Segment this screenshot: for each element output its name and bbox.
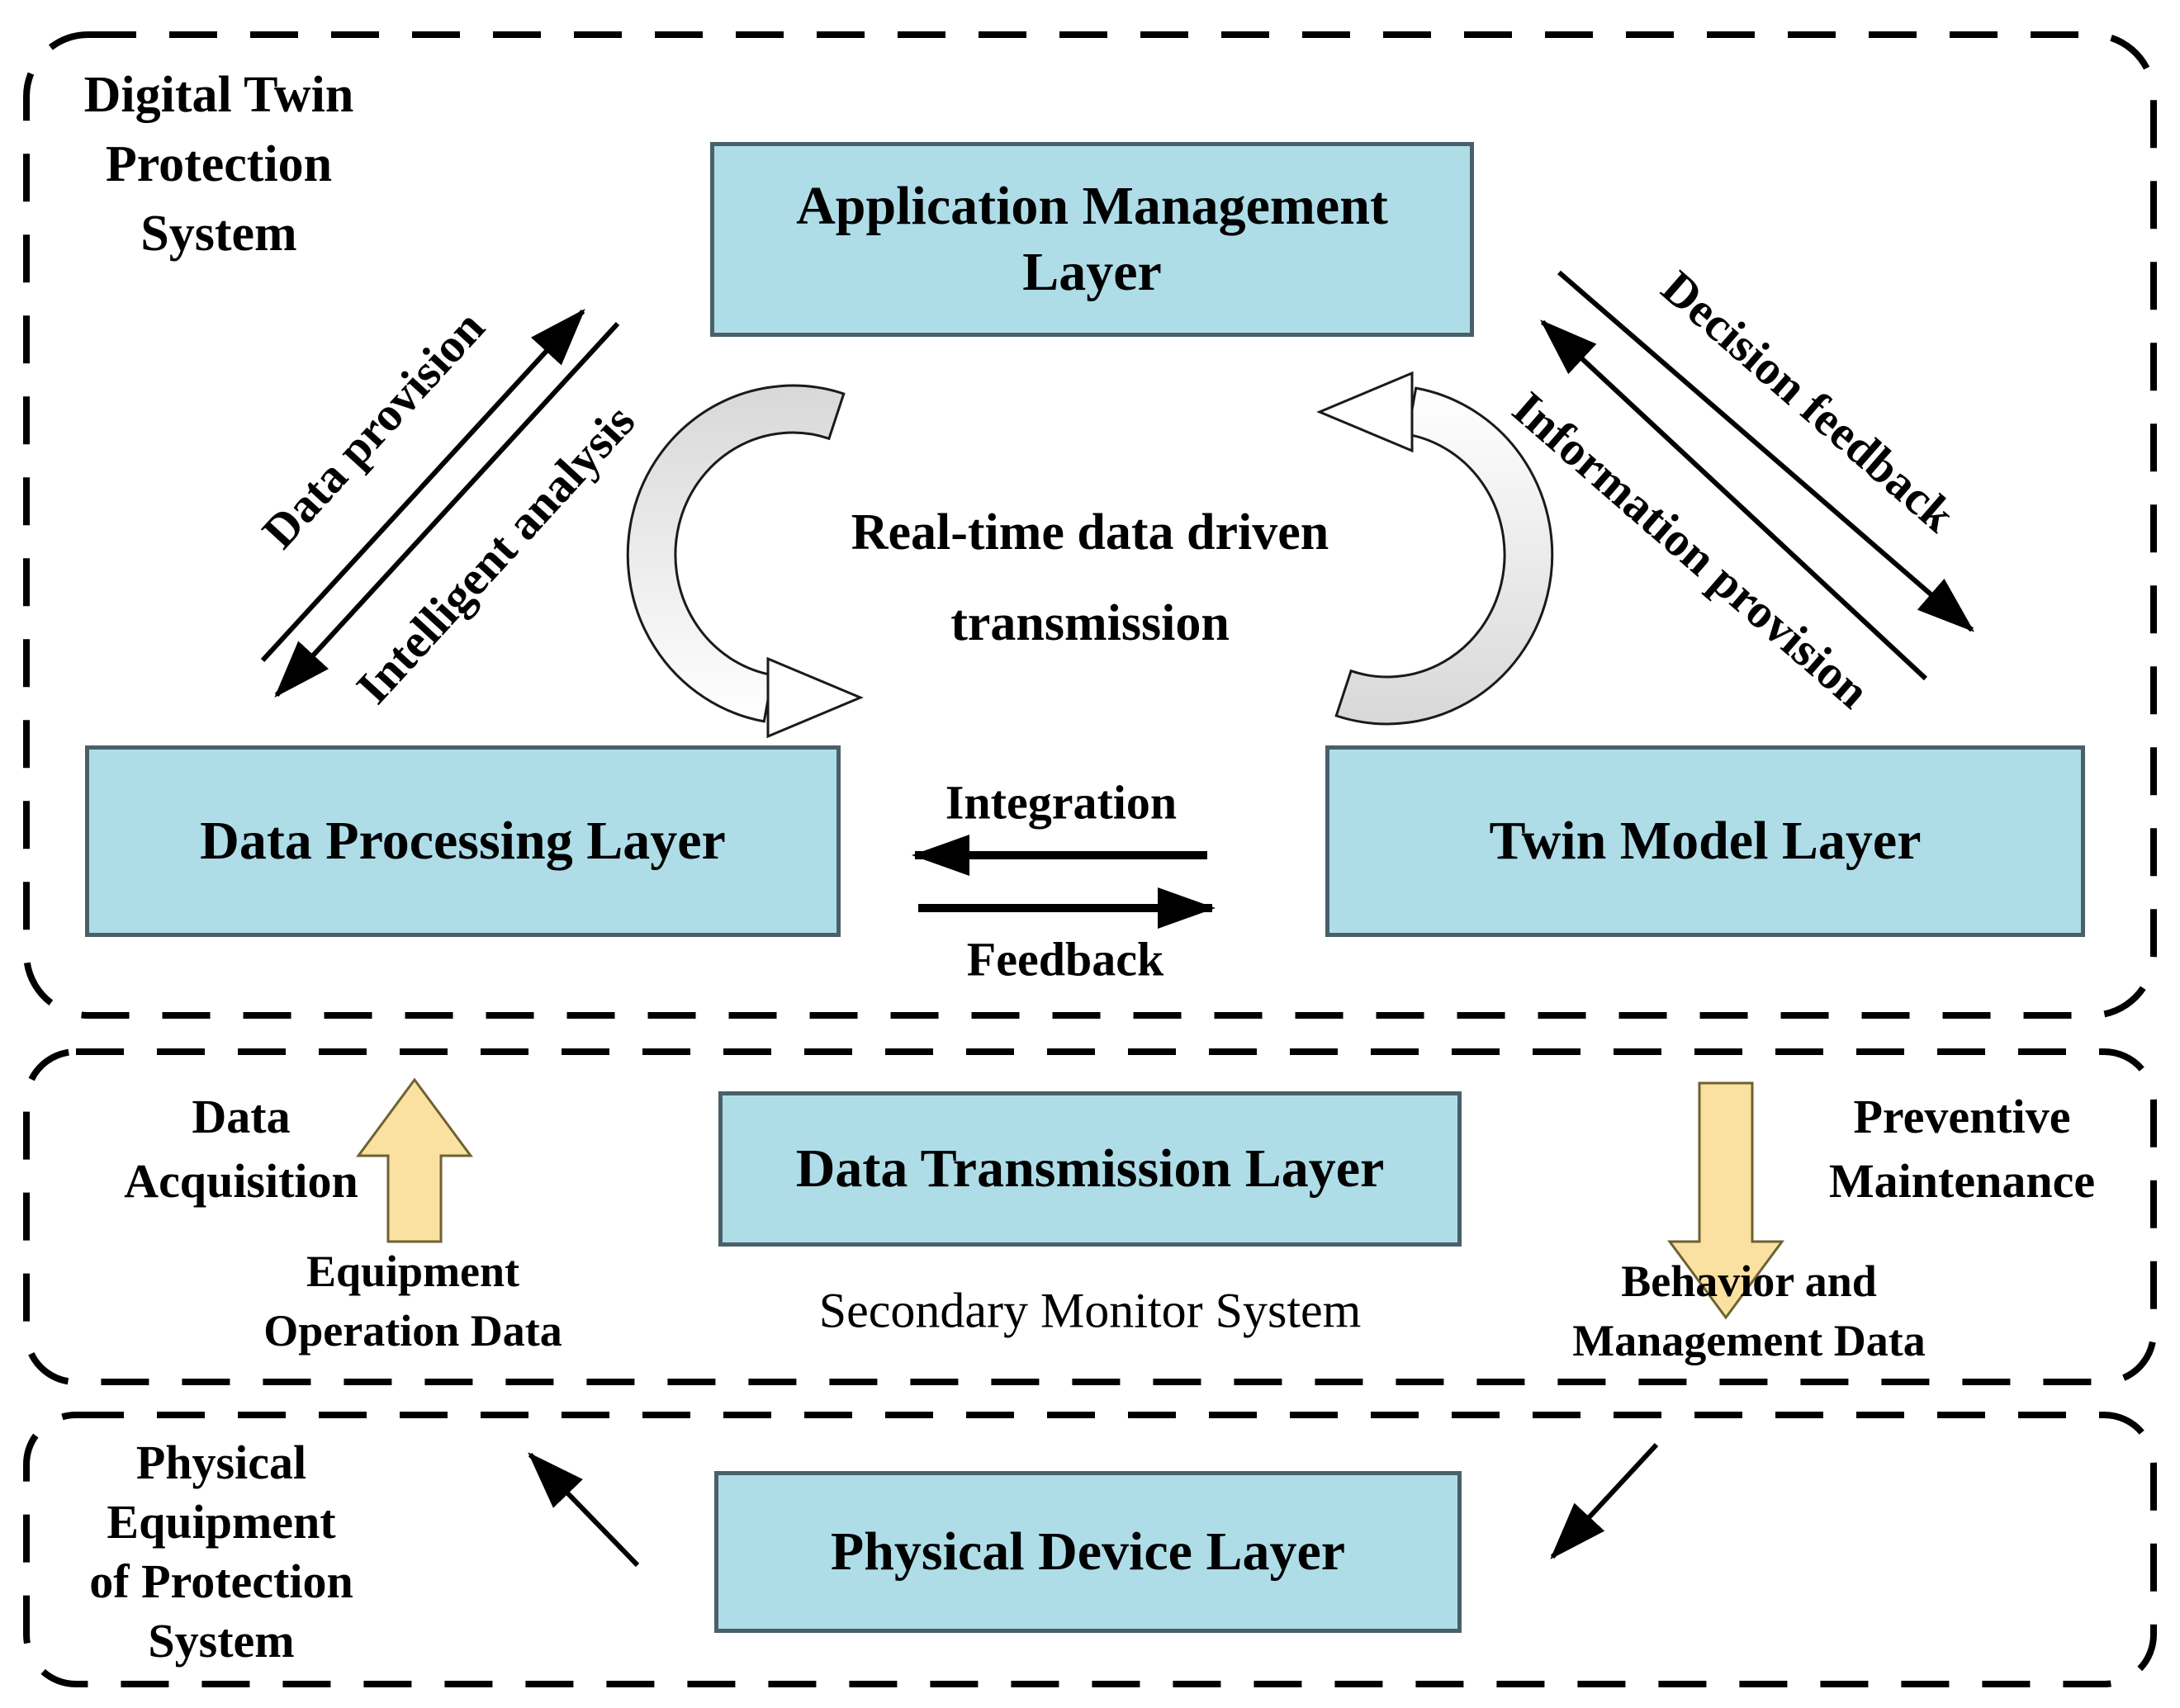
intelligent-analysis-arrow <box>274 321 620 698</box>
physical-equipment-title: Physical Equipment of Protection System <box>89 1436 353 1668</box>
cycle-ribbon-right-icon <box>1334 386 1554 726</box>
secondary-monitor-system-title: Secondary Monitor System <box>818 1283 1362 1338</box>
feedback-label: Feedback <box>966 932 1164 986</box>
data-provision-arrow <box>260 309 585 663</box>
preventive-maintenance-down-arrow <box>1667 1081 1784 1320</box>
data-acquisition-up-arrow <box>356 1077 473 1243</box>
cycle-arrowhead-right-icon <box>766 656 864 739</box>
decision-feedback-arrow <box>1557 270 1975 632</box>
cycle-arrowhead-left-icon <box>1316 371 1414 453</box>
application-management-layer-box: Application Management Layer <box>710 142 1474 337</box>
realtime-transmission-label: Real-time data driven transmission <box>851 504 1329 651</box>
physical-section-border <box>23 1412 2157 1687</box>
preventive-maintenance-label: Preventive Maintenance <box>1828 1090 2096 1208</box>
information-provision-arrow <box>1540 319 1928 681</box>
digital-twin-section-border <box>23 31 2157 1019</box>
data-acquisition-label: Data Acquisition <box>124 1090 358 1208</box>
physical-device-layer-box: Physical Device Layer <box>714 1471 1462 1633</box>
secondary-monitor-section-border <box>23 1048 2157 1385</box>
data-transmission-layer-box: Data Transmission Layer <box>718 1091 1462 1247</box>
physical-down-left-arrow <box>1550 1442 1659 1559</box>
integration-label: Integration <box>945 775 1178 830</box>
cycle-ribbon-left-icon <box>626 384 846 723</box>
physical-up-left-arrow <box>528 1452 640 1568</box>
behavior-management-data-label: Behavior and Management Data <box>1572 1256 1926 1365</box>
digital-twin-system-title: Digital Twin Protection System <box>83 67 354 262</box>
data-processing-layer-box: Data Processing Layer <box>85 745 841 937</box>
twin-model-layer-box: Twin Model Layer <box>1325 745 2085 937</box>
equipment-operation-data-label: Equipment Operation Data <box>263 1247 562 1356</box>
